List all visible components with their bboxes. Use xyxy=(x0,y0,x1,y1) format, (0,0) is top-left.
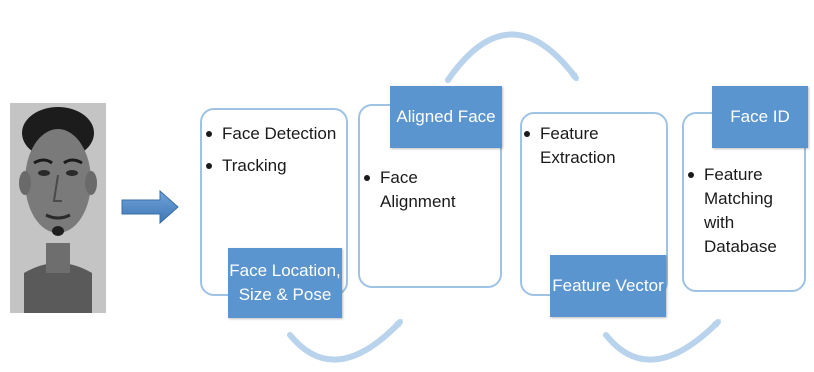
tag-face-id-label: Face ID xyxy=(730,107,790,126)
tag-face-location-line2: Size & Pose xyxy=(238,285,332,304)
stage-bullets-matching: Feature Matching with Database xyxy=(688,163,802,267)
bullet-feature-matching: Feature Matching with Database xyxy=(688,163,802,259)
tag-feature-vector-label: Feature Vector xyxy=(552,276,664,295)
bullet-feature-extraction: Feature Extraction xyxy=(524,122,620,170)
stage-bullets-extraction: Feature Extraction xyxy=(524,122,620,178)
curve-arrow-2 xyxy=(445,31,579,83)
stage-bullets-detection: Face Detection Tracking xyxy=(206,122,346,186)
tag-face-id: Face ID xyxy=(712,86,808,148)
tag-aligned-face: Aligned Face xyxy=(390,86,502,148)
tag-face-location-line1: Face Location, xyxy=(229,261,341,280)
face-photo xyxy=(10,103,106,313)
bullet-tracking: Tracking xyxy=(206,154,346,178)
stage-bullets-alignment: Face Alignment xyxy=(364,166,462,222)
tag-face-location: Face Location, Size & Pose xyxy=(228,248,342,318)
face-photo-icon xyxy=(10,103,106,313)
bullet-face-detection: Face Detection xyxy=(206,122,346,146)
tag-aligned-face-label: Aligned Face xyxy=(396,107,496,126)
bullet-face-alignment: Face Alignment xyxy=(364,166,462,214)
tag-feature-vector: Feature Vector xyxy=(550,255,666,317)
curve-arrow-3 xyxy=(603,319,721,363)
input-arrow xyxy=(121,189,179,225)
curve-arrow-1 xyxy=(287,319,403,363)
